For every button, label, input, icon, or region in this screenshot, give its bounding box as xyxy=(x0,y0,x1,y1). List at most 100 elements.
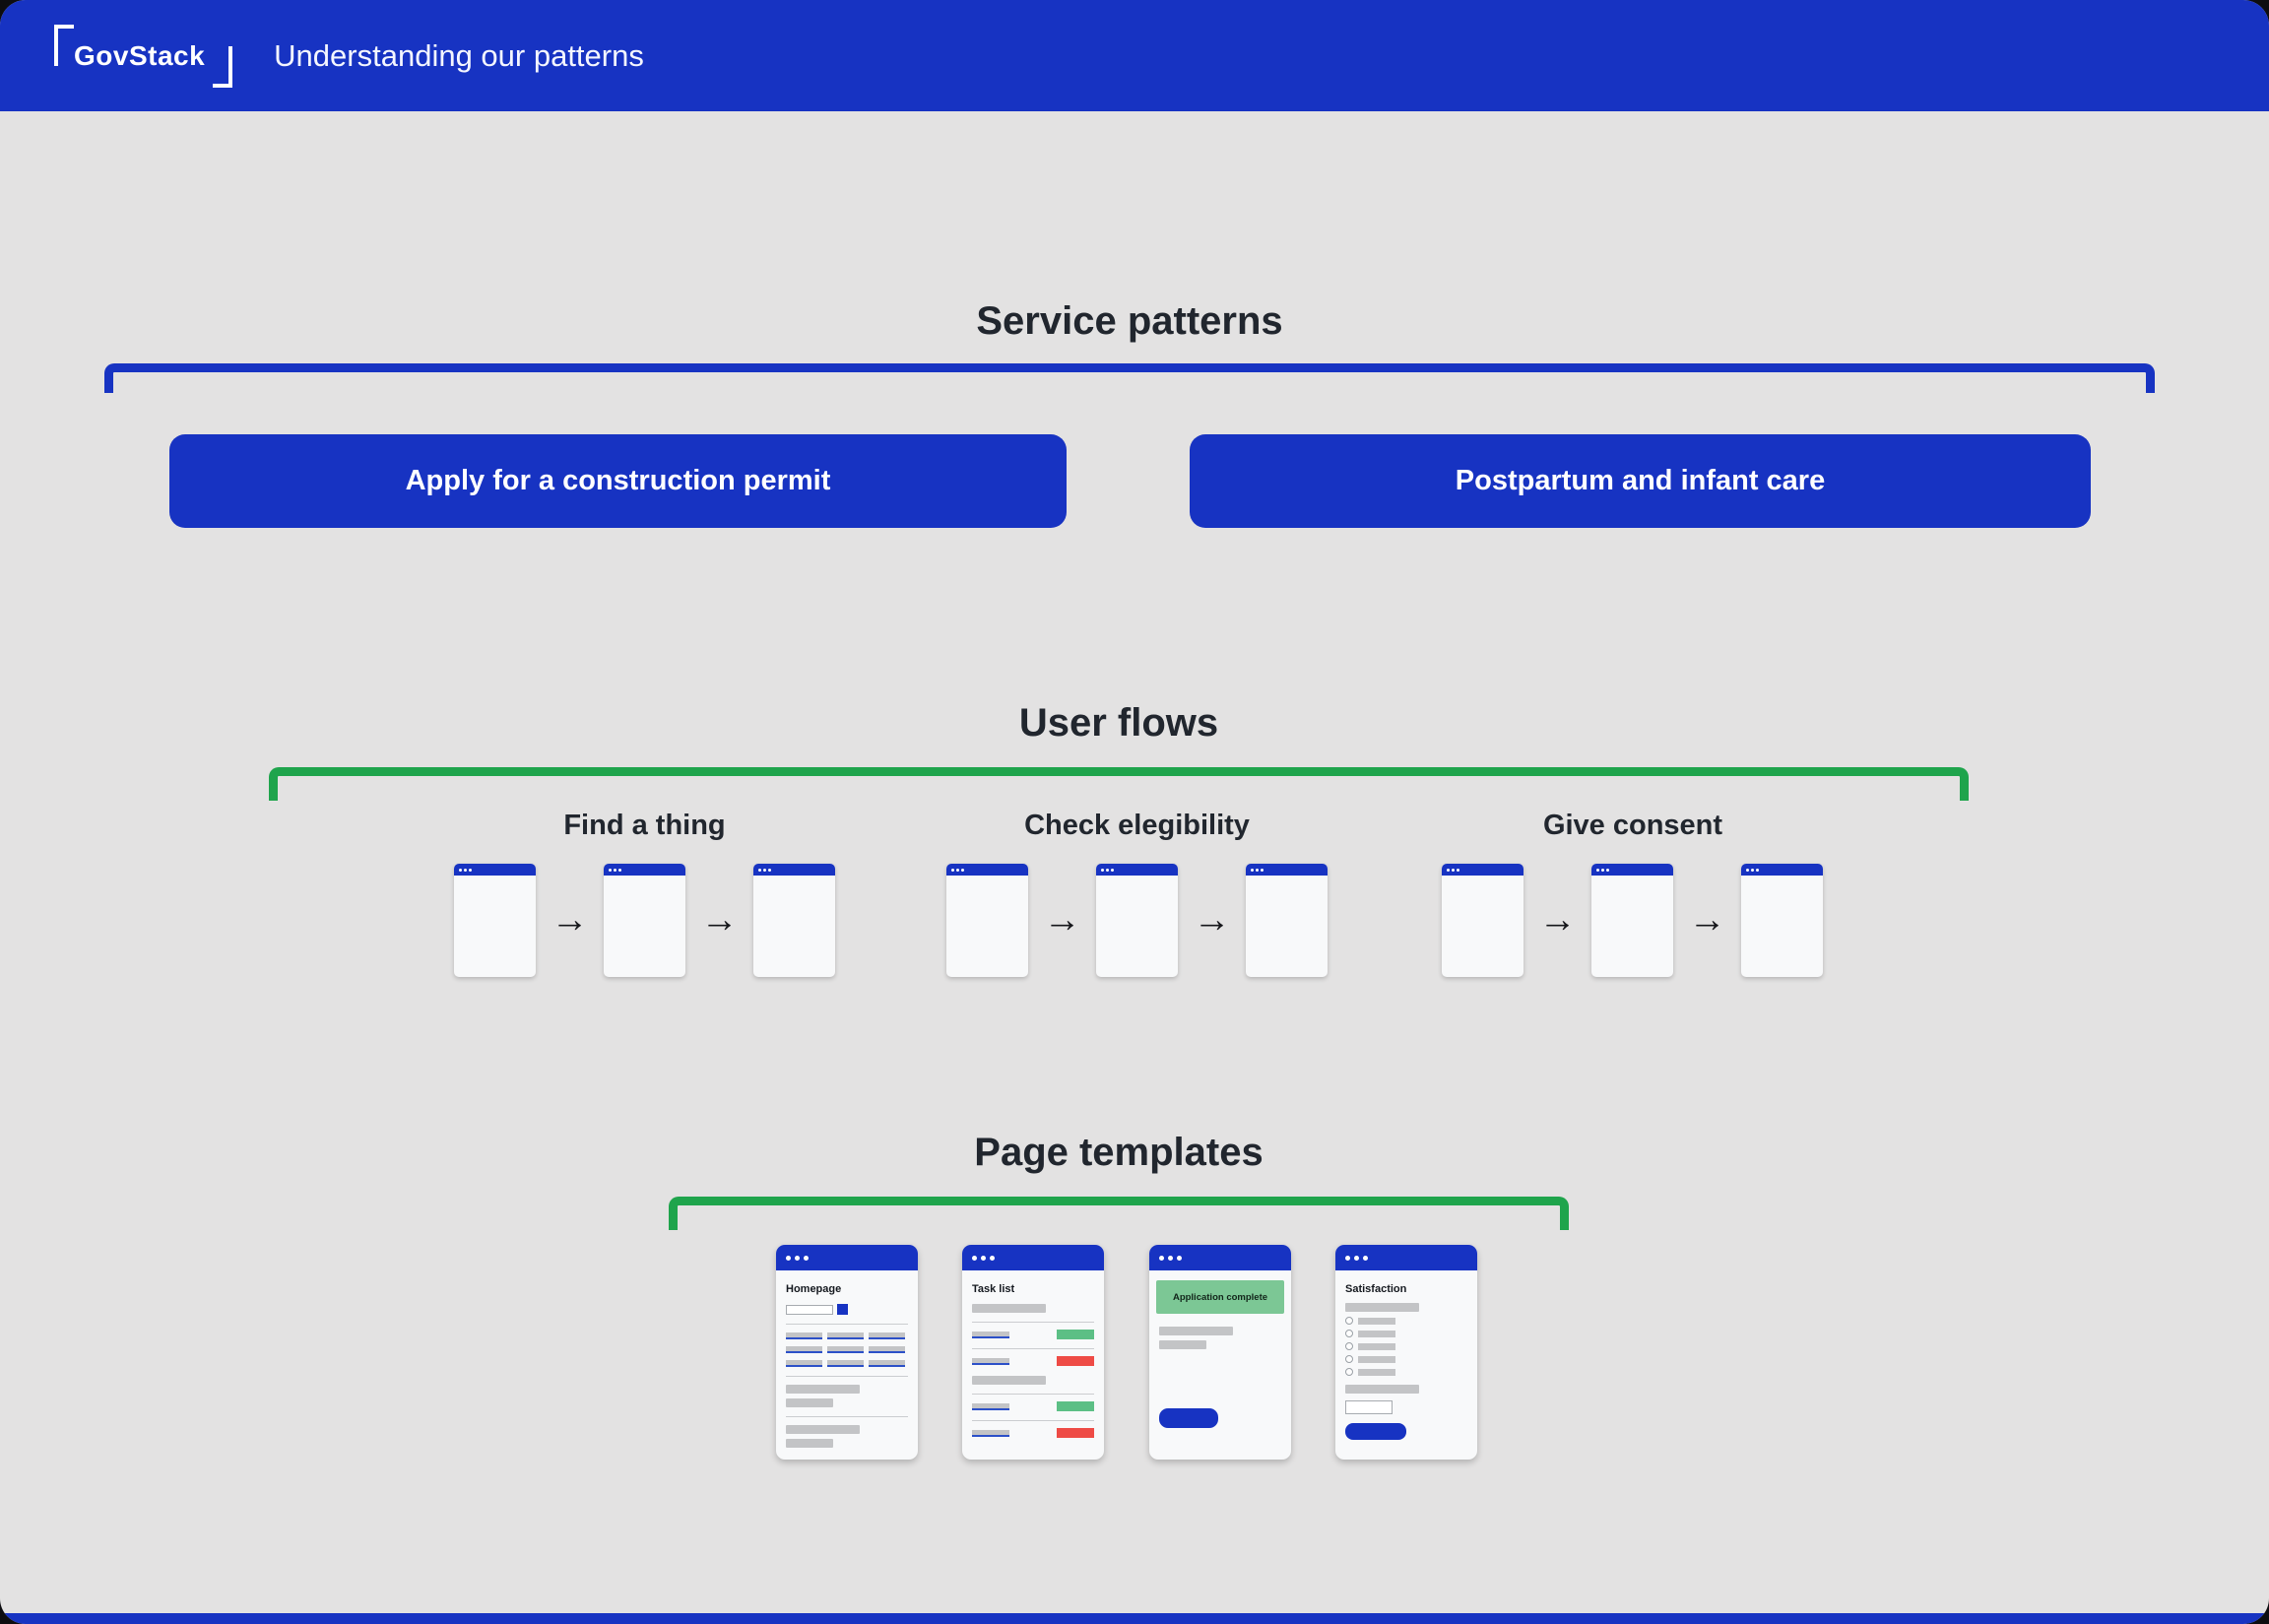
arrow-right-icon: → xyxy=(1193,899,1231,941)
window-dots-icon xyxy=(804,1255,809,1261)
divider xyxy=(972,1420,1094,1421)
logo-text: GovStack xyxy=(74,39,206,71)
window-dots-icon xyxy=(1756,868,1759,872)
text-placeholder xyxy=(786,1439,833,1448)
footer-strip xyxy=(0,1613,2269,1624)
window-dots-icon xyxy=(768,868,771,872)
govstack-logo: GovStack xyxy=(54,24,233,88)
window-dots-icon xyxy=(1168,1255,1173,1261)
nav-link-placeholder xyxy=(786,1346,822,1353)
nav-link-placeholder xyxy=(786,1332,822,1339)
search-row xyxy=(786,1304,908,1315)
text-placeholder xyxy=(786,1425,860,1434)
window-titlebar xyxy=(946,864,1028,876)
browser-window xyxy=(946,864,1028,977)
window-dots-icon xyxy=(1363,1255,1368,1261)
logo-bracket-top-left-icon xyxy=(54,24,74,66)
browser-window xyxy=(1442,864,1523,977)
option-label-placeholder xyxy=(1358,1368,1395,1376)
divider xyxy=(972,1348,1094,1349)
arrow-right-icon: → xyxy=(1043,899,1081,941)
window-dots-icon xyxy=(1177,1255,1182,1261)
question-placeholder xyxy=(1345,1385,1419,1394)
task-row xyxy=(972,1356,1094,1366)
task-link-placeholder xyxy=(972,1331,1009,1338)
radio-icon xyxy=(1345,1342,1353,1350)
radio-option xyxy=(1345,1317,1467,1325)
nav-link-placeholder xyxy=(869,1346,905,1353)
radio-icon xyxy=(1345,1330,1353,1337)
window-titlebar xyxy=(1442,864,1523,876)
flow-label: Give consent xyxy=(1542,810,1723,841)
browser-window xyxy=(604,864,685,977)
browser-window xyxy=(1246,864,1328,977)
window-titlebar xyxy=(454,864,536,876)
search-input xyxy=(786,1304,833,1315)
task-link-placeholder xyxy=(972,1357,1009,1365)
window-dots-icon xyxy=(981,1255,986,1261)
task-row xyxy=(972,1428,1094,1438)
service-pattern-button-construction-permit[interactable]: Apply for a construction permit xyxy=(169,434,1067,528)
service-pattern-button-postpartum-care[interactable]: Postpartum and infant care xyxy=(1190,434,2091,528)
window-dots-icon xyxy=(609,868,612,872)
window-dots-icon xyxy=(1601,868,1604,872)
nav-link-placeholder xyxy=(827,1360,864,1367)
page-title: Understanding our patterns xyxy=(274,37,644,73)
divider xyxy=(972,1394,1094,1395)
nav-link-placeholder xyxy=(827,1346,864,1353)
card-title: Satisfaction xyxy=(1345,1283,1407,1295)
status-badge-done xyxy=(1057,1330,1094,1339)
status-badge-todo xyxy=(1057,1356,1094,1366)
window-dots-icon xyxy=(469,868,472,872)
page-templates-bracket xyxy=(669,1197,1569,1230)
window-dots-icon xyxy=(1101,868,1104,872)
window-dots-icon xyxy=(1447,868,1450,872)
window-dots-icon xyxy=(1256,868,1259,872)
window-dots-icon xyxy=(1111,868,1114,872)
card-body: Homepage xyxy=(776,1283,918,1448)
question-placeholder xyxy=(1345,1303,1419,1312)
radio-icon xyxy=(1345,1355,1353,1363)
template-card-task-list: Task list xyxy=(962,1245,1104,1460)
card-titlebar xyxy=(776,1245,918,1270)
text-placeholder xyxy=(786,1398,833,1407)
window-dots-icon xyxy=(1751,868,1754,872)
browser-window xyxy=(1096,864,1178,977)
window-dots-icon xyxy=(1345,1255,1350,1261)
window-dots-icon xyxy=(1354,1255,1359,1261)
card-titlebar xyxy=(1149,1245,1291,1270)
window-titlebar xyxy=(1591,864,1673,876)
browser-window xyxy=(753,864,835,977)
window-dots-icon xyxy=(618,868,621,872)
text-placeholder xyxy=(786,1385,860,1394)
arrow-right-icon: → xyxy=(700,899,739,941)
card-title: Task list xyxy=(972,1283,1015,1295)
radio-icon xyxy=(1345,1368,1353,1376)
window-dots-icon xyxy=(1159,1255,1164,1261)
window-dots-icon xyxy=(1457,868,1459,872)
text-input xyxy=(1345,1400,1393,1414)
service-patterns-title: Service patterns xyxy=(976,299,1283,343)
window-dots-icon xyxy=(758,868,761,872)
window-dots-icon xyxy=(459,868,462,872)
template-card-application-complete: Application complete xyxy=(1149,1245,1291,1460)
window-dots-icon xyxy=(786,1255,791,1261)
flow-screens-row: → → xyxy=(1442,864,1824,977)
card-title: Homepage xyxy=(786,1283,842,1295)
window-titlebar xyxy=(1096,864,1178,876)
flow-group-give-consent: Give consent → → xyxy=(1442,810,1824,977)
card-body: Task list xyxy=(962,1283,1104,1438)
template-card-homepage: Homepage xyxy=(776,1245,918,1460)
divider xyxy=(972,1322,1094,1323)
window-dots-icon xyxy=(763,868,766,872)
template-card-satisfaction: Satisfaction xyxy=(1335,1245,1477,1460)
flow-screens-row: → → xyxy=(454,864,835,977)
flow-label: Check elegibility xyxy=(1024,810,1250,841)
user-flows-bracket xyxy=(269,767,1969,801)
divider xyxy=(786,1324,908,1325)
task-link-placeholder xyxy=(972,1429,1009,1437)
window-dots-icon xyxy=(961,868,964,872)
option-label-placeholder xyxy=(1358,1355,1395,1363)
option-label-placeholder xyxy=(1358,1317,1395,1325)
